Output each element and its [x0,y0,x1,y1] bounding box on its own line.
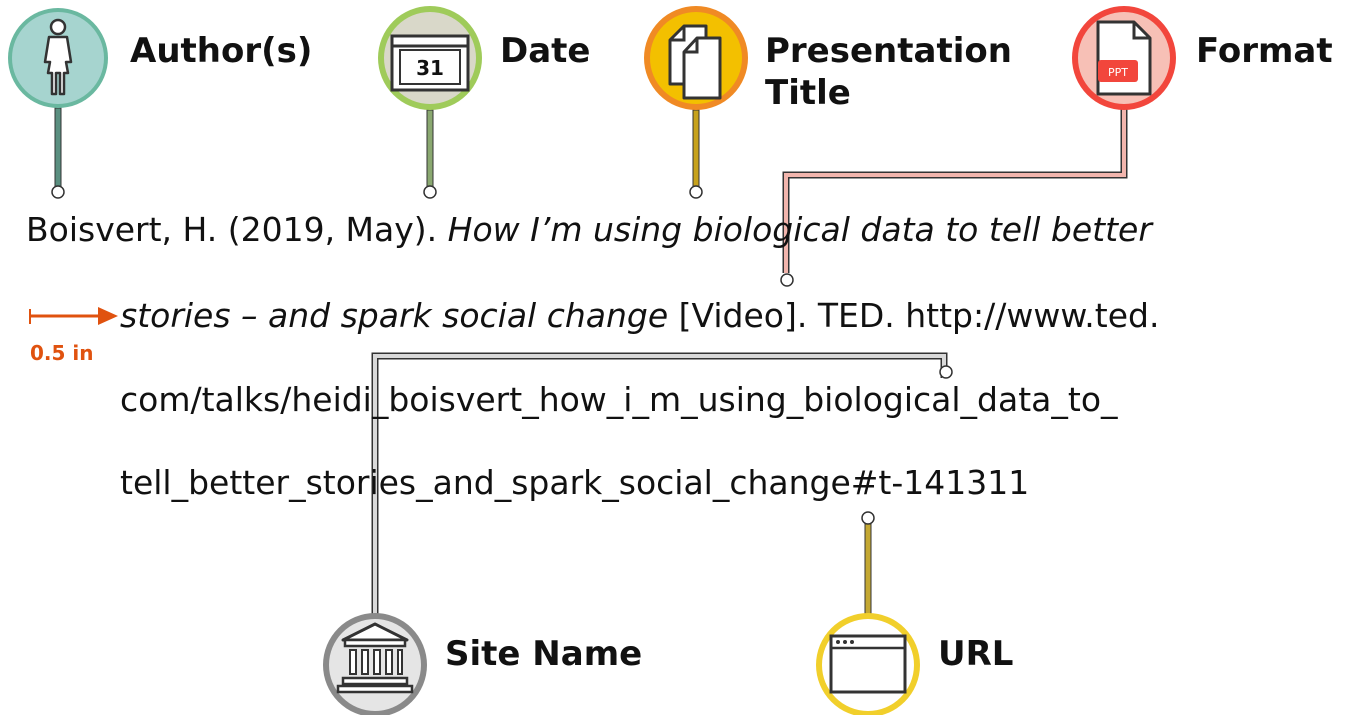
ppt-file-icon: PPT [1072,6,1176,110]
url-connector [861,511,875,623]
site-name-connector [371,352,953,618]
date-label: Date [500,31,591,71]
citation-line-4: tell_better_stories_and_spark_social_cha… [120,463,1029,503]
author-label: Author(s) [130,31,313,71]
format-label: Format [1196,31,1333,71]
citation-author-date: Boisvert, H. (2019, May). [26,210,448,249]
author-connector [51,107,65,199]
citation-line-3: com/talks/heidi_boisvert_how_i_m_using_b… [120,380,1118,420]
person-icon [8,8,108,108]
citation-url-part2: tell_better_stories_and_spark_social_cha… [120,463,1030,502]
citation-title-part2: stories – and spark social change [120,296,669,335]
citation-title-part1: How I’m using biological data to tell be… [447,210,1152,249]
citation-url-part1: com/talks/heidi_boisvert_how_i_m_using_b… [120,380,1118,419]
institution-building-icon [323,613,427,715]
site-name-label: Site Name [445,634,643,674]
documents-icon [644,6,748,110]
indent-arrow [29,307,118,325]
ppt-badge-text: PPT [1108,66,1128,79]
format-connector [780,106,1128,287]
calendar-icon: 31 [378,6,482,110]
citation-line-1: Boisvert, H. (2019, May). How I’m using … [26,210,1152,250]
indent-label: 0.5 in [30,341,94,365]
url-label: URL [938,634,1014,674]
browser-window-icon [816,613,920,715]
citation-line-2: stories – and spark social change [Video… [120,296,1159,336]
citation-format-site: [Video]. TED. http://www.ted. [668,296,1160,335]
presentation-title-label-line1: Presentation [765,31,1012,71]
calendar-number: 31 [416,56,444,80]
date-connector [423,109,437,199]
presentation-title-label-line2: Title [765,73,851,113]
title-connector [689,109,703,199]
